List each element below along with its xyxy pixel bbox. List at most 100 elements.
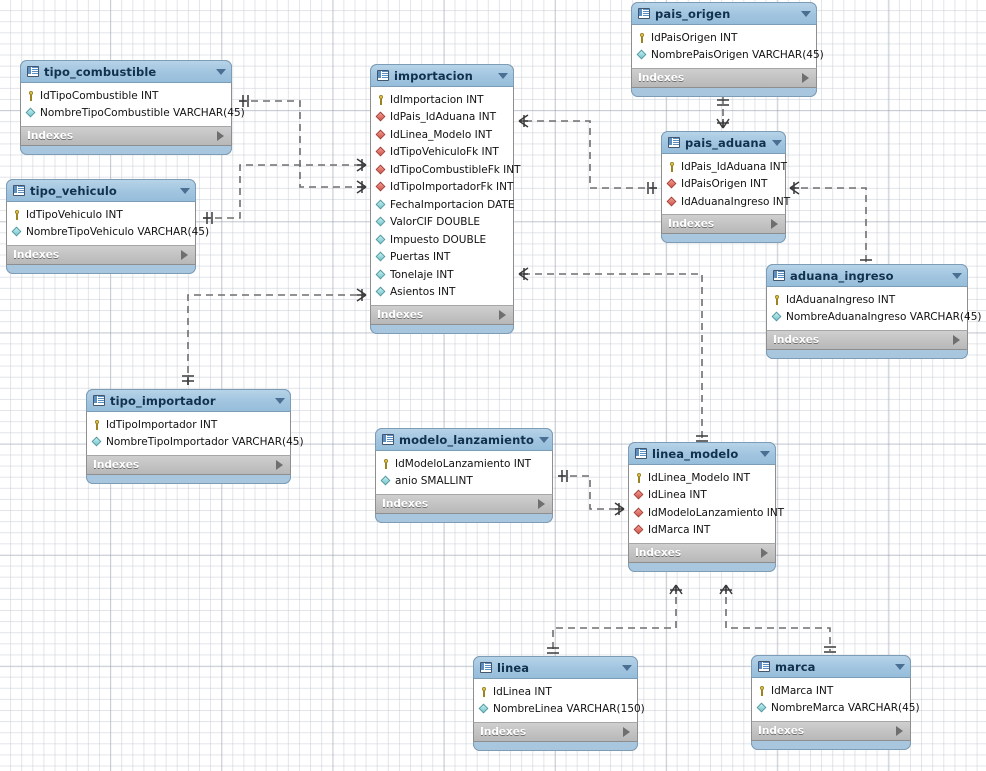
expand-right-icon[interactable] [761, 547, 768, 558]
table-modelo_lanzamiento[interactable]: modelo_lanzamiento IdModeloLanzamiento I… [375, 428, 553, 523]
table-header[interactable]: importacion [370, 64, 514, 86]
expand-right-icon[interactable] [896, 725, 903, 736]
table-indexes-row[interactable]: Indexes [6, 244, 196, 265]
expand-right-icon[interactable] [623, 726, 630, 737]
pk-key-icon [92, 419, 102, 430]
table-indexes-row[interactable]: Indexes [473, 721, 638, 742]
expand-right-icon[interactable] [217, 130, 224, 141]
expand-right-icon[interactable] [181, 249, 188, 260]
chevron-down-icon[interactable] [952, 272, 962, 279]
column-row[interactable]: Impuesto DOUBLE [371, 232, 513, 248]
chevron-down-icon[interactable] [622, 664, 632, 671]
column-row[interactable]: IdModeloLanzamiento INT [629, 505, 784, 521]
column-row[interactable]: IdModeloLanzamiento INT [376, 456, 552, 472]
column-row[interactable]: Puertas INT [371, 249, 513, 265]
table-header[interactable]: marca [751, 655, 911, 677]
table-header[interactable]: tipo_combustible [20, 60, 232, 82]
table-icon [480, 662, 492, 673]
column-row[interactable]: NombreAduanaIngreso VARCHAR(45) [767, 309, 981, 325]
pk-key-icon [26, 90, 36, 101]
column-row[interactable]: ValorCIF DOUBLE [371, 214, 513, 230]
column-row[interactable]: IdPais_IdAduana INT [662, 159, 787, 175]
table-indexes-row[interactable]: Indexes [751, 720, 911, 741]
column-label: FechaImportacion DATE [390, 198, 515, 211]
expand-right-icon[interactable] [953, 334, 960, 345]
column-row[interactable]: FechaImportacion DATE [371, 197, 515, 213]
column-row[interactable]: NombreTipoVehiculo VARCHAR(45) [7, 224, 209, 240]
table-indexes-row[interactable]: Indexes [766, 329, 968, 350]
table-header[interactable]: modelo_lanzamiento [375, 428, 553, 450]
table-aduana_ingreso[interactable]: aduana_ingreso IdAduanaIngreso INT Nombre… [766, 264, 981, 359]
column-row[interactable]: IdPais_IdAduana INT [371, 109, 513, 125]
column-row[interactable]: IdLinea INT [474, 684, 637, 700]
table-header[interactable]: linea_modelo [628, 442, 776, 464]
chevron-down-icon[interactable] [180, 187, 190, 194]
chevron-down-icon[interactable] [216, 68, 226, 75]
table-indexes-row[interactable]: Indexes [370, 304, 514, 325]
column-row[interactable]: IdPaisOrigen INT [632, 30, 816, 46]
column-row[interactable]: NombreTipoImportador VARCHAR(45) [87, 434, 304, 450]
column-row[interactable]: IdTipoVehiculoFk INT [371, 144, 513, 160]
table-header[interactable]: tipo_importador [86, 389, 291, 411]
table-header[interactable]: pais_origen [631, 2, 817, 24]
column-row[interactable]: IdAduanaIngreso INT [767, 292, 967, 308]
chevron-down-icon[interactable] [760, 450, 770, 457]
table-header[interactable]: pais_aduana [661, 131, 786, 153]
chevron-down-icon[interactable] [498, 72, 508, 79]
column-row[interactable]: Tonelaje INT [371, 267, 513, 283]
column-row[interactable]: IdTipoImportadorFk INT [371, 179, 513, 195]
table-indexes-row[interactable]: Indexes [20, 125, 232, 146]
table-indexes-row[interactable]: Indexes [661, 214, 786, 234]
chevron-down-icon[interactable] [895, 663, 905, 670]
table-header[interactable]: aduana_ingreso [766, 264, 968, 286]
table-header[interactable]: tipo_vehiculo [6, 179, 196, 201]
chevron-down-icon[interactable] [275, 397, 285, 404]
expand-right-icon[interactable] [802, 72, 809, 83]
column-row[interactable]: IdTipoCombustible INT [21, 88, 231, 104]
column-row[interactable]: IdAduanaIngreso INT [662, 194, 790, 210]
column-row[interactable]: IdTipoImportador INT [87, 417, 290, 433]
column-row[interactable]: IdMarca INT [629, 522, 775, 538]
column-row[interactable]: NombreMarca VARCHAR(45) [752, 700, 920, 716]
column-label: IdAduanaIngreso INT [786, 293, 896, 306]
column-row[interactable]: IdLinea_Modelo INT [629, 470, 775, 486]
chevron-down-icon[interactable] [771, 139, 782, 146]
column-row[interactable]: NombrePaisOrigen VARCHAR(45) [632, 47, 824, 63]
column-row[interactable]: IdTipoCombustibleFk INT [371, 162, 521, 178]
table-indexes-row[interactable]: Indexes [375, 493, 553, 514]
table-indexes-row[interactable]: Indexes [86, 454, 291, 475]
indexes-label: Indexes [758, 724, 805, 737]
chevron-down-icon[interactable] [538, 436, 549, 443]
column-row[interactable]: IdMarca INT [752, 683, 910, 699]
table-header[interactable]: linea [473, 656, 638, 678]
table-tail [766, 349, 968, 359]
chevron-down-icon[interactable] [801, 10, 811, 17]
column-row[interactable]: anio SMALLINT [376, 473, 552, 489]
column-row[interactable]: Asientos INT [371, 284, 513, 300]
column-row[interactable]: NombreTipoCombustible VARCHAR(45) [21, 105, 245, 121]
column-row[interactable]: NombreLinea VARCHAR(150) [474, 701, 645, 717]
column-row[interactable]: IdImportacion INT [371, 92, 513, 108]
column-row[interactable]: IdTipoVehiculo INT [7, 207, 195, 223]
column-row[interactable]: IdLinea_Modelo INT [371, 127, 513, 143]
expand-right-icon[interactable] [771, 219, 778, 229]
expand-right-icon[interactable] [276, 459, 283, 470]
column-row[interactable]: IdPaisOrigen INT [662, 176, 785, 192]
expand-right-icon[interactable] [499, 309, 506, 320]
table-indexes-row[interactable]: Indexes [628, 542, 776, 563]
table-tipo_vehiculo[interactable]: tipo_vehiculo IdTipoVehiculo INT NombreTi… [6, 179, 209, 274]
expand-right-icon[interactable] [538, 498, 545, 509]
column-label: NombreTipoVehiculo VARCHAR(45) [26, 226, 210, 238]
table-indexes-row[interactable]: Indexes [631, 67, 817, 88]
column-row[interactable]: IdLinea INT [629, 487, 775, 503]
